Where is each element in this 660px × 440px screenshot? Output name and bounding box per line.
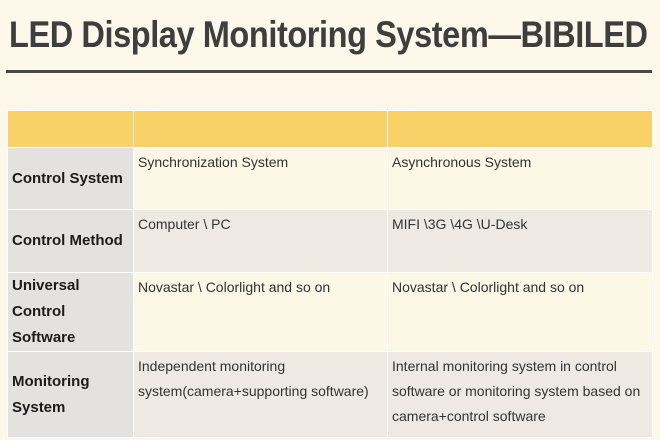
title-divider	[6, 70, 652, 73]
table-cell: Internal monitoring system in control so…	[387, 351, 653, 438]
row-label-universal-control-software: Universal Control Software	[7, 272, 134, 352]
table-cell: MIFI \3G \4G \U-Desk	[387, 209, 653, 273]
table-row: Control System Synchronization System As…	[7, 147, 653, 210]
page-title: LED Display Monitoring System—BIBILED	[9, 14, 648, 55]
header-cell	[7, 110, 134, 148]
row-label-monitoring-system: Monitoring System	[7, 351, 134, 438]
row-label-control-method: Control Method	[7, 209, 134, 273]
row-label-control-system: Control System	[7, 147, 134, 210]
table-cell: Novastar \ Colorlight and so on	[387, 272, 653, 352]
table-cell: Asynchronous System	[387, 147, 653, 210]
table-row: Control Method Computer \ PC MIFI \3G \4…	[7, 209, 653, 273]
comparison-table: Control System Synchronization System As…	[7, 110, 653, 438]
table-row: Universal Control Software Novastar \ Co…	[7, 272, 653, 352]
header-cell	[387, 110, 653, 148]
table-cell: Independent monitoring system(camera+sup…	[133, 351, 388, 438]
table-cell: Computer \ PC	[133, 209, 388, 273]
table-cell: Synchronization System	[133, 147, 388, 210]
table-header-row	[7, 110, 653, 148]
header-cell	[133, 110, 388, 148]
table-cell: Novastar \ Colorlight and so on	[133, 272, 388, 352]
table-row: Monitoring System Independent monitoring…	[7, 351, 653, 438]
